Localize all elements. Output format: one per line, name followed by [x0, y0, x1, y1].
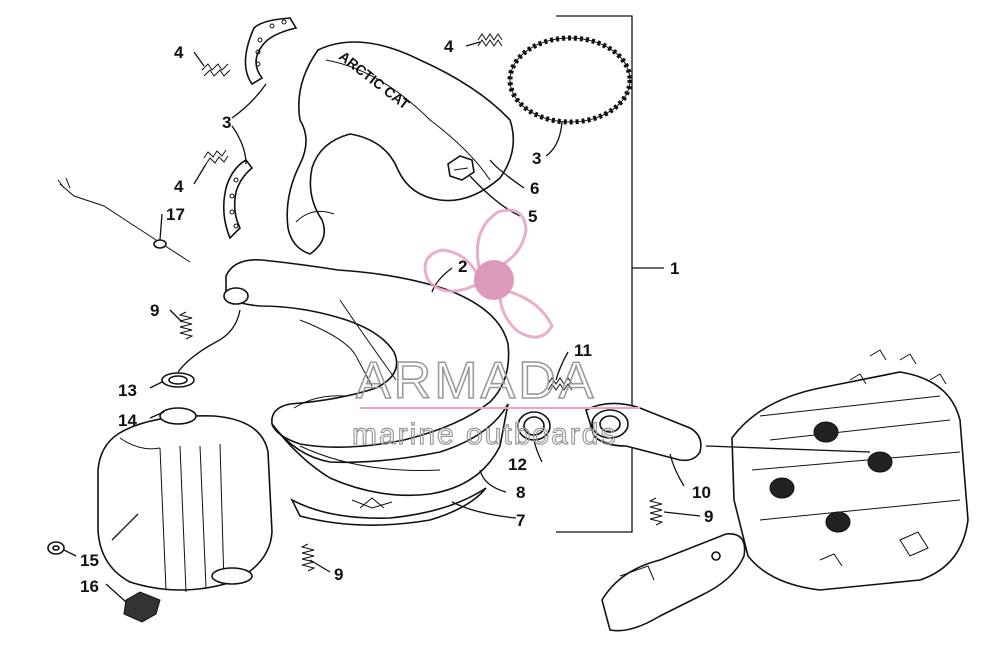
small-spring-4a — [201, 63, 231, 77]
callout-9: 9 — [150, 301, 159, 320]
callout-labels: 4 3 4 17 9 13 14 15 16 9 4 3 6 5 2 1 11 … — [80, 37, 713, 596]
heat-shield: ARCTIC CAT — [286, 41, 515, 255]
expansion-chamber — [271, 403, 509, 497]
callout-9: 9 — [334, 565, 343, 584]
callout-6: 6 — [530, 179, 539, 198]
callout-10: 10 — [692, 483, 711, 502]
engine-block — [731, 349, 969, 591]
exhaust-pipe — [223, 259, 510, 448]
manifold-gasket — [517, 411, 551, 441]
manifold-spring — [547, 377, 573, 391]
callout-8: 8 — [516, 483, 525, 502]
callout-4: 4 — [444, 37, 454, 56]
callout-13: 13 — [118, 381, 137, 400]
leader-lines — [63, 41, 871, 603]
tension-spring-9c — [648, 497, 664, 526]
callout-2: 2 — [458, 257, 467, 276]
callout-16: 16 — [80, 577, 99, 596]
callout-4: 4 — [174, 177, 184, 196]
watermark: ARMADA marine outboards — [351, 208, 640, 452]
callout-17: 17 — [166, 205, 185, 224]
grommet — [47, 541, 65, 555]
callout-12: 12 — [508, 455, 527, 474]
chamber-guard — [290, 487, 487, 526]
spring-strap-left-lower — [222, 158, 254, 240]
drain-plug — [123, 591, 161, 623]
spring-strap-left-upper — [244, 17, 298, 86]
small-spring-4b — [203, 149, 229, 165]
callout-4: 4 — [174, 43, 184, 62]
callout-3: 3 — [222, 113, 231, 132]
callout-9: 9 — [704, 507, 713, 526]
tension-spring-9b — [300, 543, 316, 572]
propeller-logo — [423, 208, 554, 339]
callout-7: 7 — [516, 511, 525, 530]
small-spring-4c — [477, 33, 503, 47]
callout-11: 11 — [574, 341, 592, 360]
mount-bracket — [601, 533, 746, 632]
shield-bolt — [447, 155, 475, 181]
watermark-subtitle: marine outboards — [352, 418, 617, 451]
callout-14: 14 — [118, 411, 137, 430]
exhaust-manifold — [585, 402, 702, 462]
callout-3: 3 — [532, 149, 541, 168]
spring-strap-ring — [507, 35, 633, 125]
assembly-bracket — [556, 15, 664, 533]
tension-spring-9a — [178, 311, 194, 340]
callout-15: 15 — [80, 551, 99, 570]
callout-1: 1 — [670, 259, 679, 278]
callout-5: 5 — [528, 207, 537, 226]
muffler — [97, 407, 273, 593]
muffler-gasket — [161, 372, 195, 388]
watermark-title: ARMADA — [356, 352, 596, 410]
